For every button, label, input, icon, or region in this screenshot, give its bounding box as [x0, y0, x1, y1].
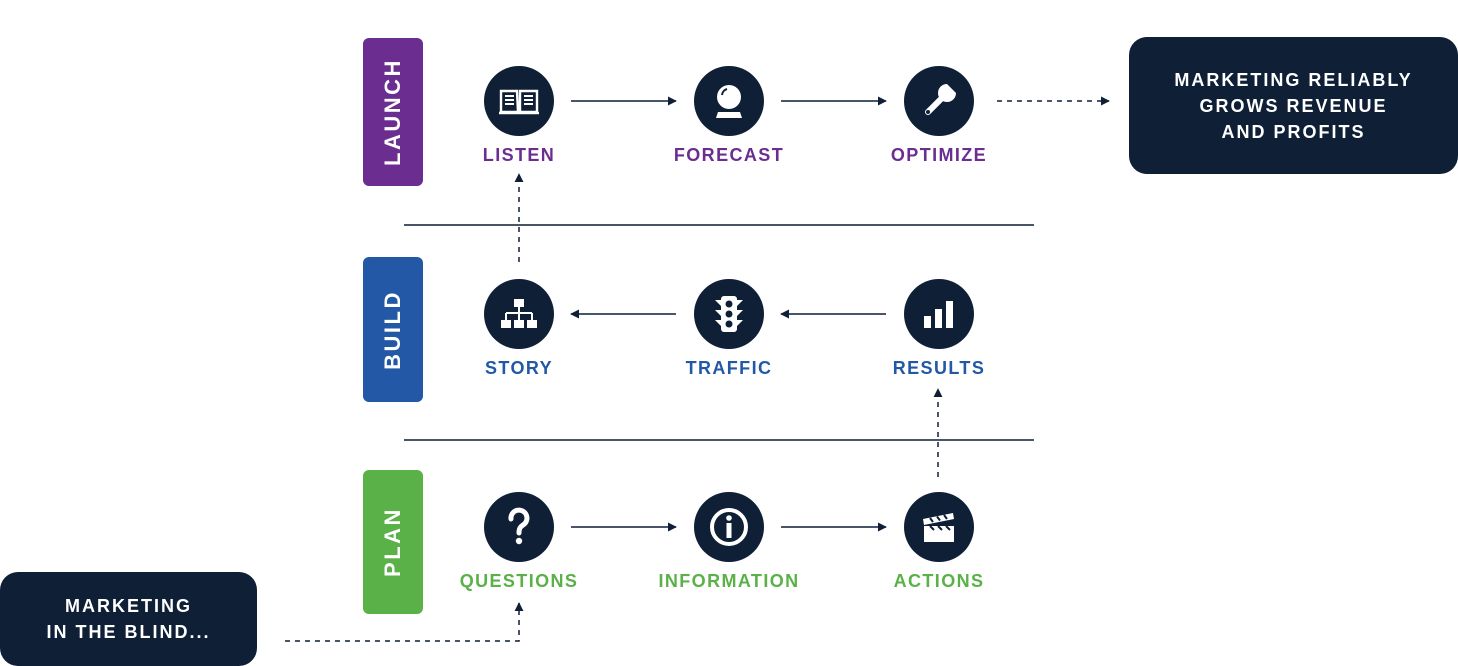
wrench-icon — [925, 84, 956, 115]
node-questions — [484, 492, 554, 562]
info-icon — [710, 508, 748, 546]
book-icon — [499, 89, 539, 115]
node-traffic — [694, 279, 764, 349]
node-listen — [484, 66, 554, 136]
outcome-text: MARKETING RELIABLY GROWS REVENUE AND PRO… — [1174, 69, 1413, 142]
node-results — [904, 279, 974, 349]
stage-label-launch-text: LAUNCH — [380, 58, 406, 166]
start-text: MARKETING IN THE BLIND... — [46, 596, 211, 642]
step-label-results: RESULTS — [892, 358, 986, 378]
node-optimize — [904, 66, 974, 136]
step-label-actions: ACTIONS — [893, 571, 985, 591]
crystal-ball-icon — [716, 85, 742, 118]
sitemap-icon — [501, 299, 537, 328]
step-label-optimize: OPTIMIZE — [890, 145, 988, 165]
step-label-questions: QUESTIONS — [459, 571, 579, 591]
start-box: MARKETING IN THE BLIND... — [0, 572, 257, 666]
node-story — [484, 279, 554, 349]
question-icon — [508, 507, 530, 545]
node-information — [694, 492, 764, 562]
step-label-information: INFORMATION — [658, 571, 800, 591]
node-actions — [904, 492, 974, 562]
step-label-story: STORY — [484, 358, 553, 378]
step-label-traffic: TRAFFIC — [685, 358, 773, 378]
stage-label-plan-text: PLAN — [380, 507, 406, 577]
stage-label-launch: LAUNCH — [363, 38, 423, 186]
step-label-listen: LISTEN — [482, 145, 556, 165]
traffic-light-icon — [715, 296, 743, 332]
outcome-box: MARKETING RELIABLY GROWS REVENUE AND PRO… — [1129, 37, 1458, 174]
arrow-start-questions — [285, 602, 524, 642]
step-label-forecast: FORECAST — [673, 145, 785, 165]
stage-label-build: BUILD — [363, 257, 423, 402]
bar-chart-icon — [924, 301, 953, 328]
clapperboard-icon — [923, 513, 954, 542]
node-forecast — [694, 66, 764, 136]
stage-label-plan: PLAN — [363, 470, 423, 614]
stage-label-build-text: BUILD — [380, 289, 405, 370]
